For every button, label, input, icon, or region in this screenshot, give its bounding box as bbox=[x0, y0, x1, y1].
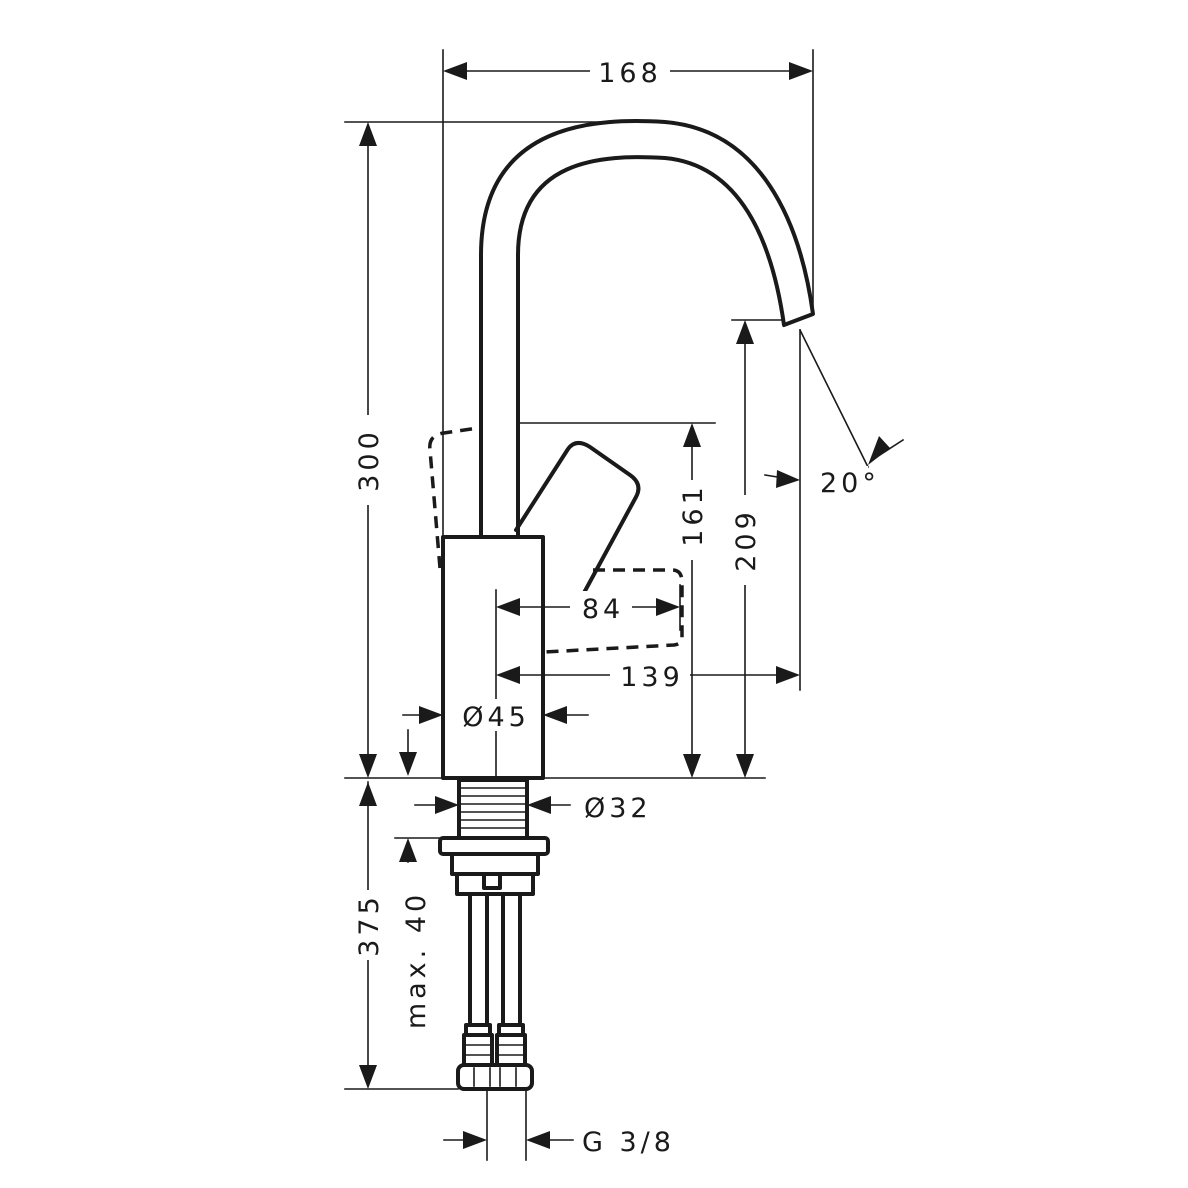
threaded-shank bbox=[457, 778, 529, 840]
label-handle-height: 161 bbox=[678, 483, 709, 547]
dimension-arrowheads bbox=[359, 62, 890, 1149]
dimension-labels: 168 300 161 209 84 139 Ø45 Ø32 375 max. … bbox=[352, 55, 880, 1158]
lever-hidden-left bbox=[428, 426, 479, 569]
label-handle-reach: 84 bbox=[582, 594, 624, 625]
faucet-body-outline bbox=[428, 119, 815, 1091]
label-connection-thread: G 3/8 bbox=[582, 1127, 675, 1158]
lever-hidden-right bbox=[544, 568, 684, 654]
label-spout-reach: 139 bbox=[620, 662, 684, 693]
faucet-main-body bbox=[441, 535, 545, 780]
hose-fittings bbox=[456, 1023, 534, 1091]
lever-handle bbox=[514, 441, 641, 615]
label-spout-height: 209 bbox=[731, 508, 762, 572]
label-total-width: 168 bbox=[598, 58, 662, 89]
label-total-height: 300 bbox=[354, 428, 385, 492]
supply-hoses bbox=[468, 892, 522, 1027]
label-below-deck-length: 375 bbox=[354, 893, 385, 957]
label-max-deck-thickness: max. 40 bbox=[401, 891, 432, 1029]
label-spray-angle: 20° bbox=[820, 468, 880, 499]
mounting-nut bbox=[438, 836, 550, 896]
label-body-diameter: Ø45 bbox=[462, 702, 530, 733]
spout-tube bbox=[479, 119, 815, 539]
label-shank-diameter: Ø32 bbox=[584, 793, 652, 824]
